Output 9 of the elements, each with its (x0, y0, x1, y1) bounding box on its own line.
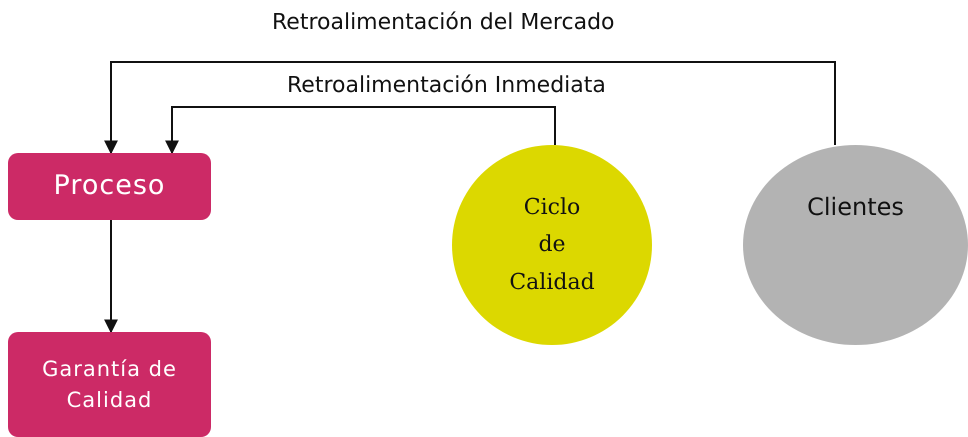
process-box (8, 332, 211, 437)
node-label: Ciclo de Calidad (508, 194, 596, 297)
node-label: Proceso (54, 170, 166, 203)
arrow (165, 106, 556, 154)
arrow (104, 61, 836, 154)
arrow (104, 220, 118, 334)
process-box (8, 153, 211, 220)
node-label: Clientes (807, 193, 904, 222)
node-label: Garantía de Calidad (41, 356, 178, 414)
